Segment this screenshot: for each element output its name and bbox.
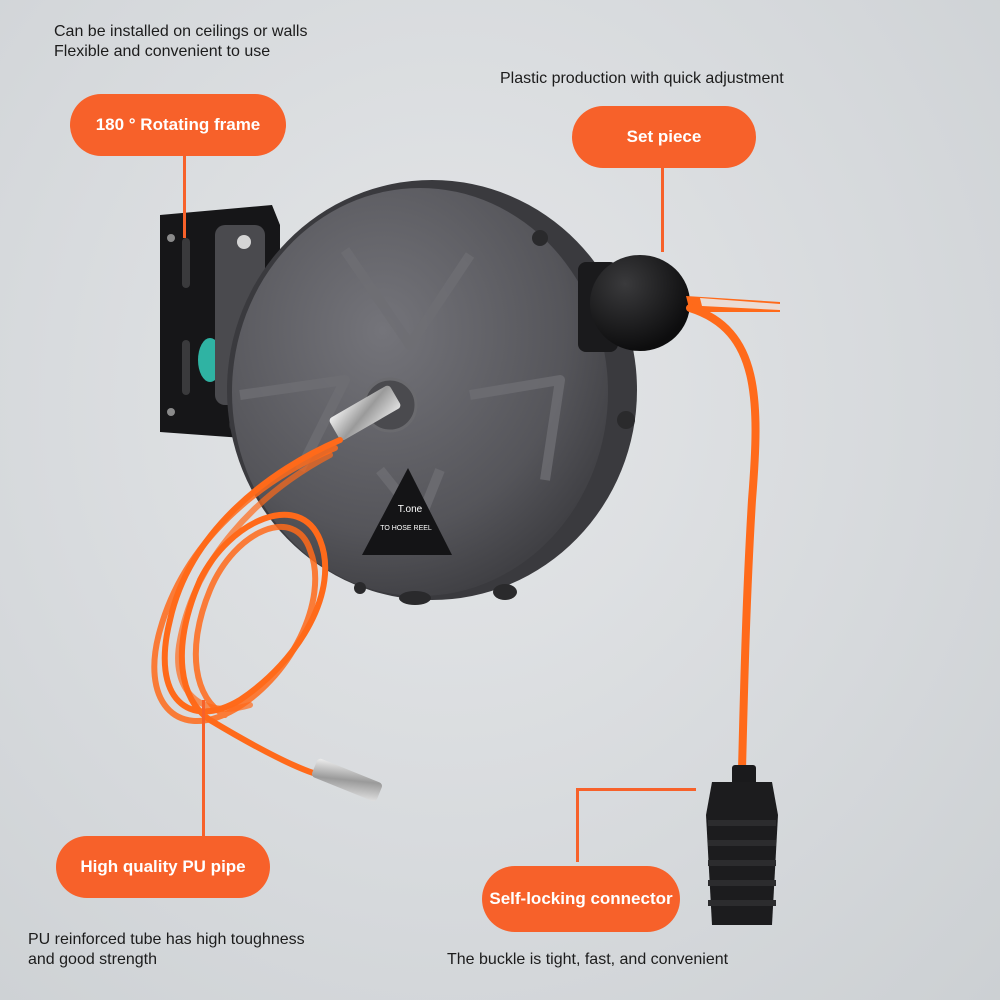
brand-text: T.one (398, 504, 423, 515)
coiled-pu-hose (151, 437, 343, 778)
leader-connector-horizontal (576, 788, 696, 791)
right-hose (686, 304, 760, 774)
brand-badge: T.one TO HOSE REEL (362, 468, 452, 555)
leader-set-piece (661, 168, 664, 252)
leader-pu-pipe (202, 700, 205, 840)
set-piece-ball (578, 255, 780, 352)
leader-connector-vertical (576, 788, 579, 862)
self-locking-connector-graphic (706, 765, 778, 925)
caption-pu-line2: and good strength (28, 951, 157, 968)
caption-plastic: Plastic production with quick adjustment (500, 70, 784, 87)
label-connector: Self-locking connector (482, 866, 680, 932)
quick-coupler (312, 758, 382, 802)
caption-pu-line1: PU reinforced tube has high toughness (28, 931, 305, 948)
caption-pu: PU reinforced tube has high toughness and… (28, 930, 305, 970)
label-rotating-frame: 180 ° Rotating frame (70, 94, 286, 156)
caption-buckle: The buckle is tight, fast, and convenien… (447, 951, 729, 968)
label-pu-pipe: High quality PU pipe (56, 836, 270, 898)
badge-text: TO HOSE REEL (380, 525, 432, 532)
center-fitting (329, 385, 401, 441)
leader-rotating-frame (183, 156, 186, 238)
caption-install-line1: Can be installed on ceilings or walls (54, 23, 308, 40)
caption-install-line2: Flexible and convenient to use (54, 43, 271, 60)
label-set-piece: Set piece (572, 106, 756, 168)
reel-body (227, 180, 637, 605)
